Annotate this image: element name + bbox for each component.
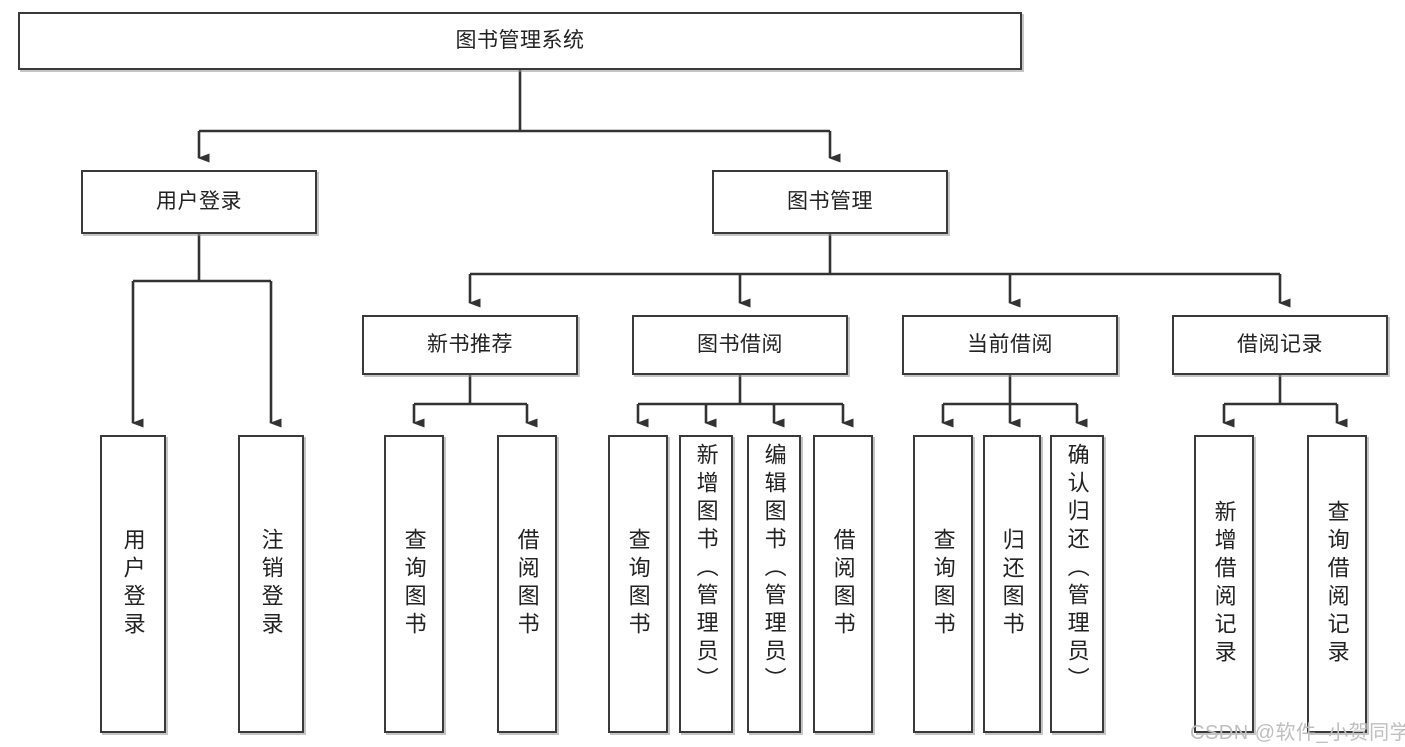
node-book-management[interactable]: 图书管理 <box>712 170 948 234</box>
node-borrow-record[interactable]: 借阅记录 <box>1172 315 1388 375</box>
node-leaf-user-login[interactable]: 用户登录 <box>100 435 166 733</box>
node-leaf-borrow-book-1-label: 借阅图书 <box>514 528 540 640</box>
node-current-borrow[interactable]: 当前借阅 <box>902 315 1118 375</box>
node-leaf-logout-login-label: 注销登录 <box>258 528 284 640</box>
node-leaf-query-book-1[interactable]: 查询图书 <box>384 435 444 733</box>
node-leaf-return-book[interactable]: 归还图书 <box>983 435 1041 733</box>
node-leaf-add-book-admin-label: 新增图书（管理员） <box>693 443 719 695</box>
node-new-book-recommend[interactable]: 新书推荐 <box>362 315 578 375</box>
node-book-borrow[interactable]: 图书借阅 <box>632 315 848 375</box>
csdn-watermark: CSDN @软件_小贺同学 <box>1190 722 1405 744</box>
node-new-book-recommend-label: 新书推荐 <box>427 332 513 356</box>
node-leaf-logout-login[interactable]: 注销登录 <box>238 435 304 733</box>
node-leaf-edit-book-admin[interactable]: 编辑图书（管理员） <box>747 435 801 733</box>
node-current-borrow-label: 当前借阅 <box>967 332 1053 356</box>
node-leaf-add-book-admin[interactable]: 新增图书（管理员） <box>679 435 733 733</box>
node-leaf-borrow-book-2[interactable]: 借阅图书 <box>813 435 873 733</box>
node-leaf-query-borrow-record-label: 查询借阅记录 <box>1324 500 1350 668</box>
node-leaf-query-book-2-label: 查询图书 <box>625 528 651 640</box>
node-leaf-confirm-return-admin-label: 确认归还（管理员） <box>1064 443 1090 695</box>
node-leaf-query-book-3[interactable]: 查询图书 <box>913 435 973 733</box>
node-leaf-query-book-3-label: 查询图书 <box>930 528 956 640</box>
node-user-login[interactable]: 用户登录 <box>81 170 317 234</box>
node-borrow-record-label: 借阅记录 <box>1237 332 1323 356</box>
node-leaf-edit-book-admin-label: 编辑图书（管理员） <box>761 443 787 695</box>
node-leaf-query-book-1-label: 查询图书 <box>401 528 427 640</box>
node-user-login-label: 用户登录 <box>156 189 242 213</box>
node-leaf-add-borrow-record-label: 新增借阅记录 <box>1211 500 1237 668</box>
node-root-label: 图书管理系统 <box>455 28 585 52</box>
node-leaf-query-borrow-record[interactable]: 查询借阅记录 <box>1307 435 1367 733</box>
node-book-management-label: 图书管理 <box>787 189 873 213</box>
node-leaf-query-book-2[interactable]: 查询图书 <box>608 435 668 733</box>
node-root[interactable]: 图书管理系统 <box>18 12 1022 70</box>
node-leaf-add-borrow-record[interactable]: 新增借阅记录 <box>1194 435 1254 733</box>
node-leaf-borrow-book-1[interactable]: 借阅图书 <box>497 435 557 733</box>
node-leaf-confirm-return-admin[interactable]: 确认归还（管理员） <box>1050 435 1104 733</box>
node-book-borrow-label: 图书借阅 <box>697 332 783 356</box>
node-leaf-borrow-book-2-label: 借阅图书 <box>830 528 856 640</box>
node-leaf-return-book-label: 归还图书 <box>999 528 1025 640</box>
node-leaf-user-login-label: 用户登录 <box>120 528 146 640</box>
